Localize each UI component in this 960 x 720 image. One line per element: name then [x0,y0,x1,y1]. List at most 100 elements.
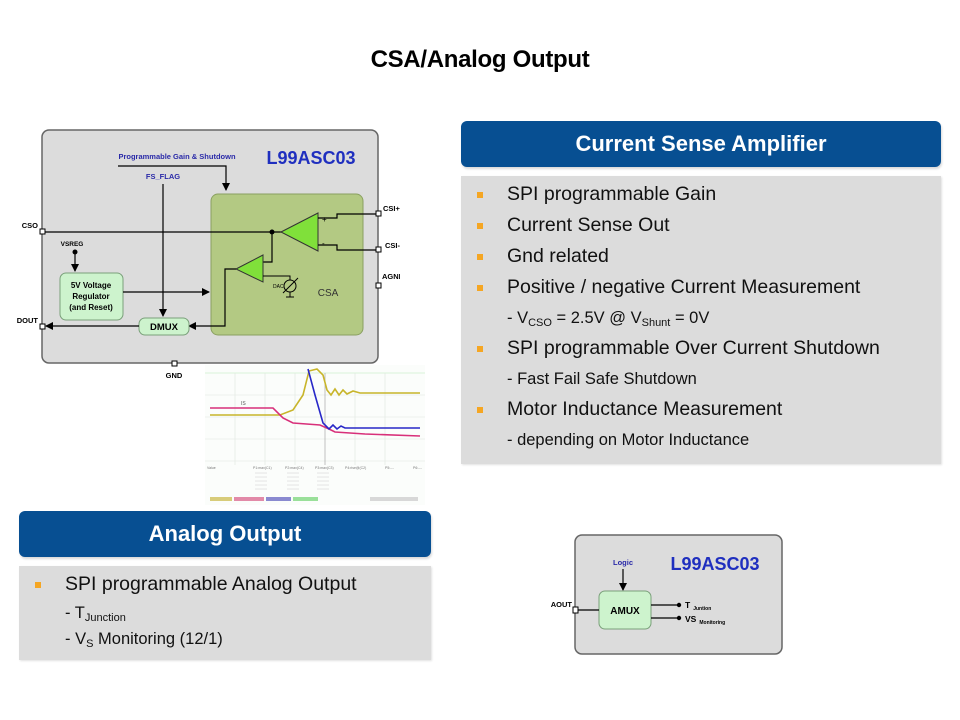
csa-sub-item: - Fast Fail Safe Shutdown [461,364,941,394]
sub-text: - Fast Fail Safe Shutdown [507,370,697,388]
csa-bullet-item: Current Sense Out [461,210,941,241]
bullet-text: SPI programmable Analog Output [65,573,357,595]
bullet-text: SPI programmable Over Current Shutdown [507,337,880,359]
scope-table-header: P5:--- [385,466,395,470]
scope-table-header: P3:max(C3) [315,466,334,470]
scope-trace-yellow [210,368,420,416]
scope-trace-magenta [210,407,421,437]
scope-channel-yellow [210,497,232,501]
sub-text: - V [65,630,87,648]
bullet-square-icon [477,223,483,229]
pin-aout [572,606,579,614]
pin-csi-plus [375,210,382,217]
scope-table-header: Value [207,466,216,470]
vs-main: VS [685,614,697,624]
dac-label: DAC [273,284,284,290]
pin-cso [39,228,46,235]
pin-agnd [375,282,382,289]
vs-monitoring-dot [676,615,682,621]
prog-gain-label: Programmable Gain & Shutdown [118,152,236,161]
scope-table-header: P6:--- [413,466,423,470]
bullet-square-icon [477,346,483,352]
sub-text: - T [65,604,85,622]
regulator-line-2: Regulator [72,292,109,301]
pin-label-dout: DOUT [17,316,39,325]
csa-bullet-item: Gnd related [461,241,941,272]
csi-minus-line [318,244,378,251]
subscript: Shunt [641,317,671,329]
regulator-line-1: 5V Voltage [71,281,112,290]
pin-dout [39,323,46,330]
scope-table-header: P4:rise@(C2) [345,466,366,470]
slide-title: CSA/Analog Output [370,46,590,73]
pin-label-gnd: GND [166,371,183,380]
analog-panel-header: Analog Output [19,511,431,557]
dmux-label: DMUX [150,322,179,333]
analog-sub-item: - TJunction [19,600,431,626]
scope-channel-green [293,497,318,501]
amp-plus-sign: + [322,215,327,224]
bullet-square-icon [477,285,483,291]
sub-text: Monitoring (12/1) [93,630,223,648]
sub-text: - depending on Motor Inductance [507,431,750,449]
subscript: CSO [528,317,552,329]
bullet-text: Current Sense Out [507,214,670,236]
csa-bullet-item: SPI programmable Over Current Shutdown [461,333,941,364]
bullet-text: Positive / negative Current Measurement [507,276,861,298]
regulator-block [59,272,124,321]
main-amplifier-icon [279,212,319,252]
csa-block [210,193,364,336]
buffer-amplifier-icon [234,254,264,283]
subscript: Junction [84,612,126,624]
sub-text: - V [507,309,529,327]
csa-label: CSA [318,288,339,299]
amux-label: AMUX [610,606,640,617]
t-main: T [685,600,691,610]
sub-text: = 2.5V @ V [551,309,642,327]
logic-label: Logic [613,558,633,567]
pin-label-agnd: AGND [382,272,400,281]
bullet-square-icon [477,192,483,198]
subscript: S [86,638,94,650]
csi-plus-line [318,213,378,219]
csa-panel-header: Current Sense Amplifier [461,121,941,167]
regulator-line-3: (and Reset) [69,303,113,312]
sub-text: = 0V [670,309,710,327]
chip-name: L99ASC03 [266,148,355,168]
dac-arrow [282,277,299,294]
csa-panel-title: Current Sense Amplifier [575,131,827,156]
vs-sub: Monitoring [699,620,725,626]
scope-table-header: P2:max(C4) [285,466,304,470]
pin-label-cso: CSO [22,221,38,230]
csa-sub-item: - depending on Motor Inductance [461,425,941,455]
csa-bullet-item: Positive / negative Current Measurement [461,272,941,303]
scope-table-header: P1:max(C1) [253,466,272,470]
csa-sub-item: - VCSO = 2.5V @ VShunt = 0V [461,303,941,333]
prog-gain-line [118,165,230,191]
analog-sub-item: - VS Monitoring (12/1) [19,626,431,652]
t-junction-dot [676,602,682,608]
bullet-square-icon [477,254,483,260]
scope-measurement-table: Value P1:max(C1) P2:max(C4) P3:max(C3) P… [207,466,423,470]
block-diagram: L99ASC03 Programmable Gain & Shutdown FS… [17,129,400,380]
buffer-to-dmux [188,268,236,330]
scope-status [370,497,418,501]
pin-gnd [171,360,178,367]
analog-panel-title: Analog Output [148,521,302,546]
bullet-square-icon [477,407,483,413]
t-sub: Juntion [693,606,711,612]
vsreg-label: VSREG [61,241,84,248]
scope-channel-magenta [234,497,264,501]
scope-trace-blue [307,368,420,431]
pin-label-aout: AOUT [551,600,573,609]
scope-trace-label: IS [241,401,246,407]
pin-label-csi-plus: CSI+ [383,204,400,213]
fs-flag-label: FS_FLAG [146,172,180,181]
bullet-text: Motor Inductance Measurement [507,398,783,420]
scope-grid [205,372,425,465]
csa-bullet-item: SPI programmable Gain [461,179,941,210]
amux-chip-name: L99ASC03 [670,554,759,574]
